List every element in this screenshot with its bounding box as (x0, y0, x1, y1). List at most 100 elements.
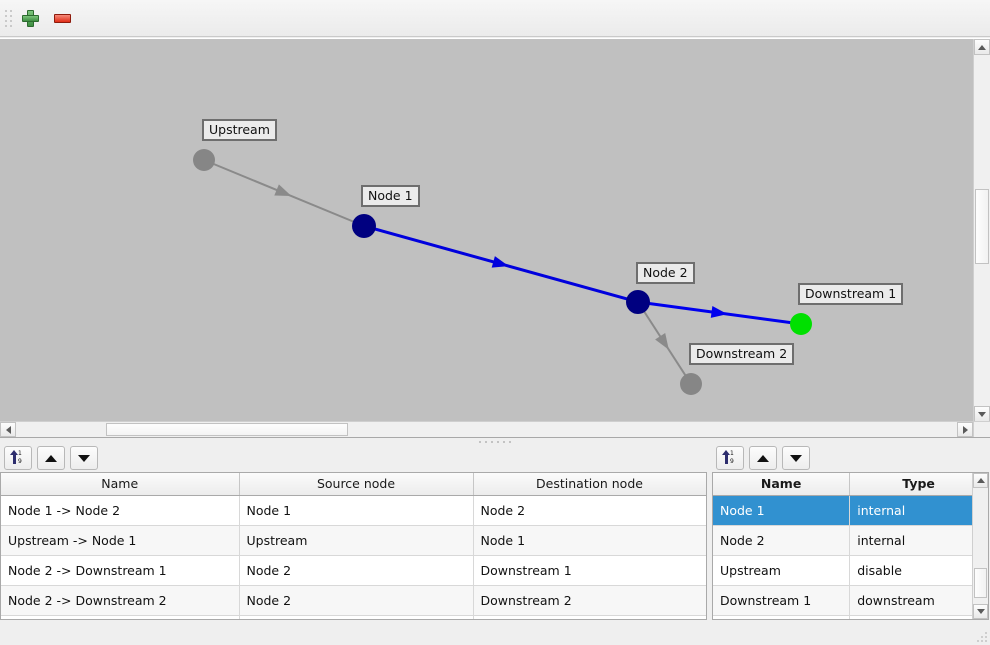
nodes-table-cell-type[interactable]: internal (849, 495, 988, 526)
nodes-vertical-scrollbar[interactable] (972, 473, 988, 619)
edges-table-cell-source-node[interactable]: Node 2 (239, 585, 474, 616)
edges-table-column-header-0[interactable]: Name (1, 473, 240, 496)
scroll-right-button[interactable] (957, 422, 973, 437)
caret-up-icon (976, 478, 985, 483)
scroll-up-button[interactable] (974, 39, 990, 55)
edges-table-cell-source-node[interactable]: Node 1 (239, 495, 474, 526)
edges-table-cell-name[interactable]: Upstream -> Node 1 (1, 525, 240, 556)
remove-button[interactable] (47, 4, 77, 32)
scroll-down-button[interactable] (974, 406, 990, 422)
graph-horizontal-scrollbar[interactable] (0, 421, 973, 437)
edges-table-cell-source-node[interactable]: Upstream (239, 525, 474, 556)
graph-node-node1[interactable] (352, 214, 376, 238)
nodes-table-cell-type[interactable]: disable (849, 555, 988, 586)
horizontal-scroll-thumb[interactable] (106, 423, 348, 436)
nodes-scroll-down-button[interactable] (973, 604, 988, 619)
edge-arrowhead-node2-downstream2 (655, 333, 669, 350)
edges-table-cell-name[interactable]: Node 1 -> Node 2 (1, 495, 240, 526)
arrow-down-icon (790, 454, 802, 462)
graph-node-label-node2[interactable]: Node 2 (636, 262, 695, 284)
graph-node-label-downstream2[interactable]: Downstream 2 (689, 343, 795, 365)
edges-table-empty-row (1, 615, 706, 619)
nodes-scroll-up-button[interactable] (973, 473, 988, 488)
edges-table-cell-name[interactable]: Node 2 -> Downstream 2 (1, 585, 240, 616)
graph-node-downstream1[interactable] (790, 313, 812, 335)
window-resize-grip[interactable] (977, 632, 987, 642)
nodes-scroll-thumb[interactable] (974, 568, 987, 598)
splitter-grip-icon (479, 440, 511, 443)
graph-node-label-upstream[interactable]: Upstream (202, 119, 277, 141)
edges-table-cell-destination-node[interactable]: Node 1 (473, 525, 706, 556)
edge-arrowhead-node1-node2 (491, 256, 509, 268)
nodes-table-column-header-0[interactable]: Name (713, 473, 851, 496)
nodes-table-cell-name[interactable]: Node 2 (713, 525, 851, 556)
caret-left-icon (5, 425, 11, 434)
nodes-move-down-button[interactable] (782, 446, 810, 470)
nodes-table-cell-type[interactable]: internal (849, 525, 988, 556)
edge-arrowhead-upstream-node1 (274, 184, 292, 197)
edges-table-column-header-2[interactable]: Destination node (473, 473, 706, 496)
nodes-table-empty-row (713, 615, 988, 619)
graph-node-upstream[interactable] (193, 149, 215, 171)
graph-vertical-scrollbar[interactable] (973, 39, 990, 422)
scroll-left-button[interactable] (0, 422, 16, 437)
nodes-table-cell-name[interactable]: Node 1 (713, 495, 851, 526)
graph-node-downstream2[interactable] (680, 373, 702, 395)
toolbar-drag-grip[interactable] (3, 7, 13, 29)
panel-splitter[interactable] (0, 437, 990, 445)
edges-table-cell-destination-node[interactable]: Downstream 1 (473, 555, 706, 586)
edge-arrowhead-node2-downstream1 (710, 305, 728, 318)
vertical-scroll-thumb[interactable] (975, 189, 989, 264)
caret-up-icon (978, 44, 986, 50)
edges-table-cell-destination-node[interactable]: Downstream 2 (473, 585, 706, 616)
edges-table-cell-source-node[interactable]: Node 2 (239, 555, 474, 586)
edges-table-cell-destination-node[interactable]: Node 2 (473, 495, 706, 526)
plus-icon (21, 9, 39, 27)
graph-node-label-downstream1[interactable]: Downstream 1 (798, 283, 904, 305)
nodes-move-up-button[interactable] (749, 446, 777, 470)
nodes-table-cell-name[interactable]: Downstream 1 (713, 585, 851, 616)
graph-svg (193, 149, 812, 395)
nodes-table-cell-name[interactable]: Upstream (713, 555, 851, 586)
edges-table-column-header-1[interactable]: Source node (239, 473, 474, 496)
add-button[interactable] (15, 4, 45, 32)
edges-table-cell-name[interactable]: Node 2 -> Downstream 1 (1, 555, 240, 586)
graph-node-node2[interactable] (626, 290, 650, 314)
edges-move-up-button[interactable] (37, 446, 65, 470)
arrow-down-icon (78, 454, 90, 462)
edges-move-down-button[interactable] (70, 446, 98, 470)
caret-down-icon (976, 609, 985, 614)
minus-icon (53, 13, 71, 23)
nodes-table-cell-type[interactable]: downstream (849, 585, 988, 616)
graph-node-label-node1[interactable]: Node 1 (361, 185, 420, 207)
nodes-table-column-header-1[interactable]: Type (849, 473, 988, 496)
